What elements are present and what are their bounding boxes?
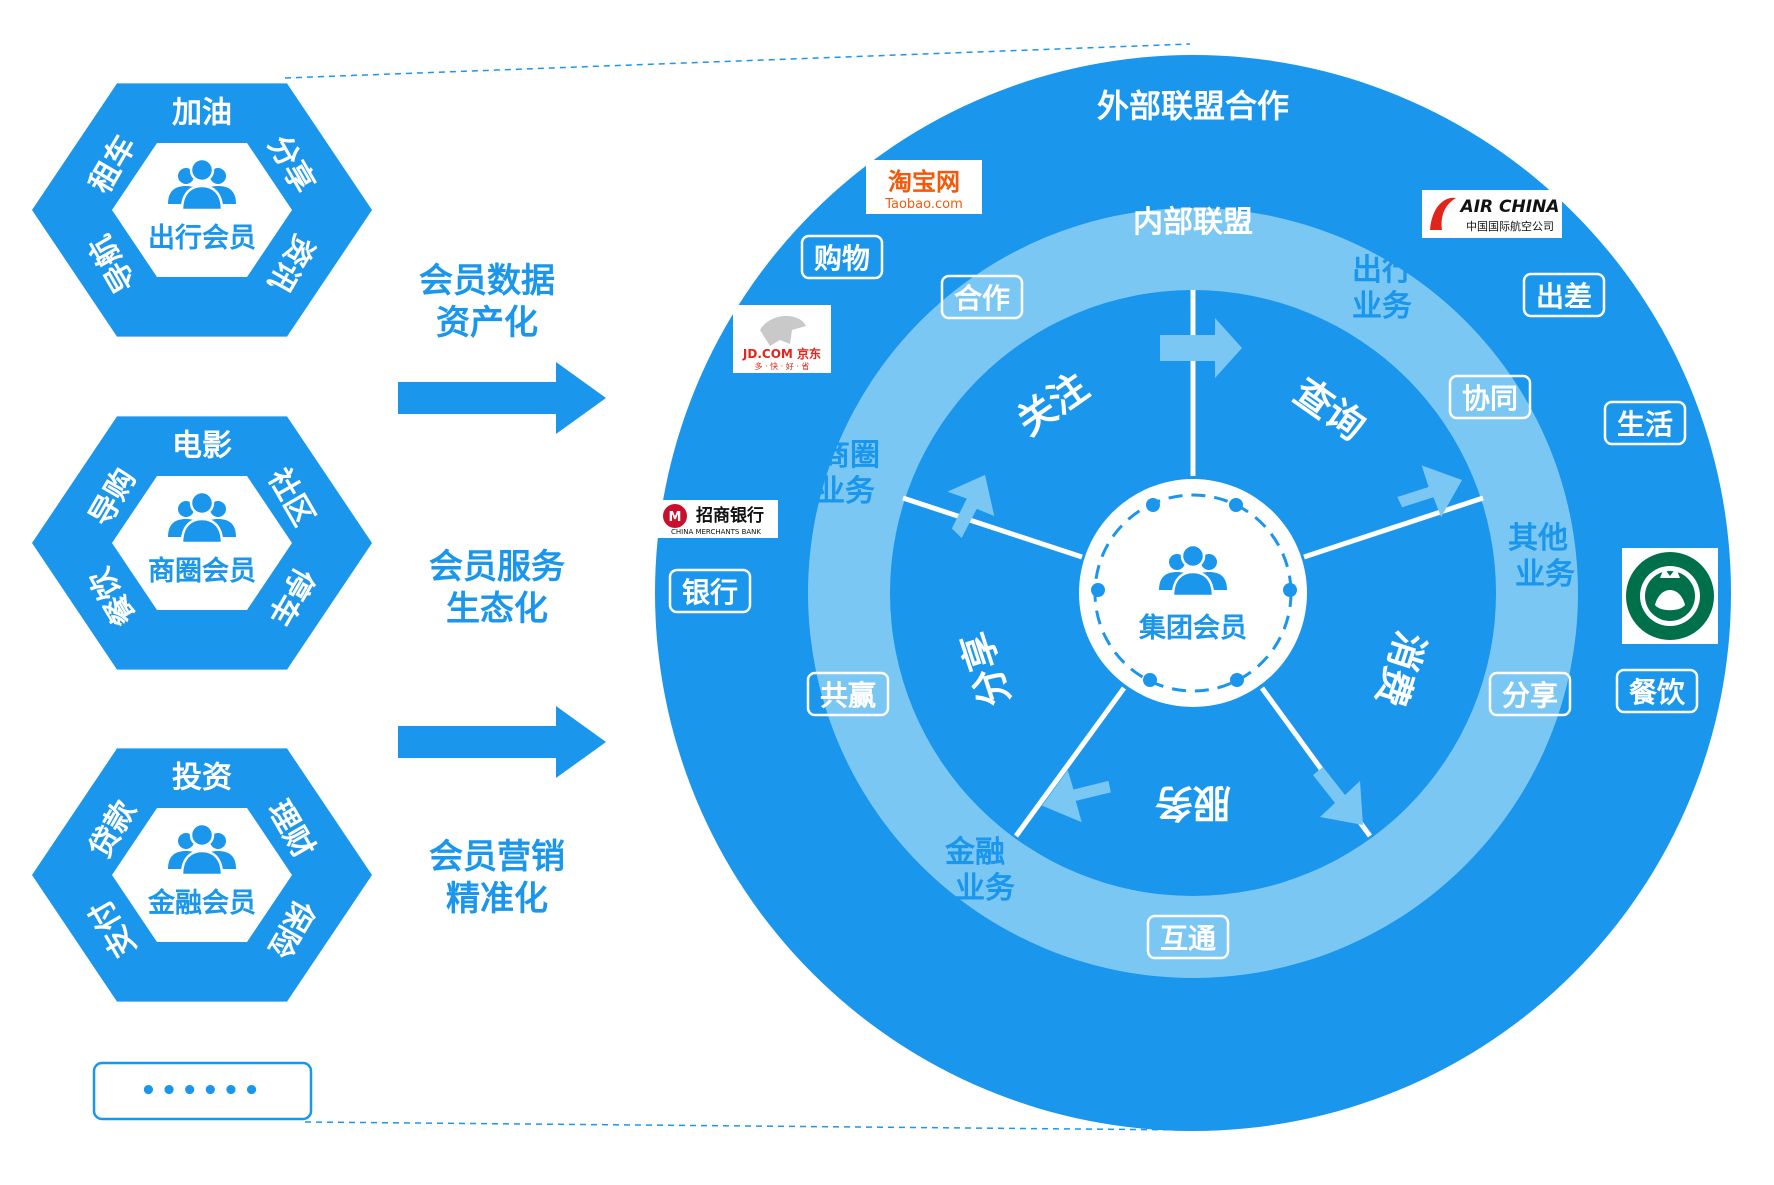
svg-text:JD.COM 京东: JD.COM 京东 <box>742 346 821 361</box>
dashed-connector-bottom <box>304 1121 1191 1131</box>
more-box: •••••• <box>92 1061 313 1121</box>
tag-gongying-text: 共赢 <box>820 679 876 712</box>
tag-chuchai-text: 出差 <box>1536 280 1592 313</box>
inner-title: 内部联盟 <box>1133 205 1253 240</box>
tag-gouwu: 购物 <box>800 234 884 280</box>
caption-2-line1: 会员服务 <box>429 547 565 587</box>
ring-label-shangquan-1: 商圈 <box>820 438 880 473</box>
caption-3-line1: 会员营销 <box>429 837 565 877</box>
tag-shenghuo: 生活 <box>1603 400 1687 446</box>
ring-label-qita-2: 业务 <box>1515 557 1575 592</box>
tag-yinhang-text: 银行 <box>682 576 738 609</box>
arrow-fenxiang-guanzhu <box>947 474 995 538</box>
jd-dog-icon <box>760 315 806 346</box>
caption-2: 会员服务 生态化 <box>429 547 565 629</box>
caption-3-line2: 精准化 <box>446 879 548 919</box>
taobao-en: Taobao.com <box>884 197 963 212</box>
hexagon-label-top: 加油 <box>172 96 232 131</box>
arrow-right-2 <box>398 706 606 778</box>
caption-1-line1: 会员数据 <box>419 261 555 301</box>
taobao-logo: 淘宝网 Taobao.com <box>866 160 982 214</box>
sector-arrows <box>947 318 1463 825</box>
ring-label-qita-1: 其他 <box>1508 521 1568 556</box>
airchina-cn: 中国国际航空公司 <box>1466 219 1554 233</box>
jd-cn: 京东 <box>797 346 821 361</box>
more-box-dots: •••••• <box>140 1076 264 1106</box>
ring-label-chuxing-2: 业务 <box>1352 289 1412 324</box>
taobao-cn: 淘宝网 <box>888 168 960 196</box>
ring-label-chuxing-1: 出行 <box>1352 253 1412 288</box>
cmb-logo: M 招商银行 CHINA MERCHANTS BANK <box>654 500 778 538</box>
arrow-xiaofei-fuwu <box>1313 767 1363 825</box>
hexagon-title: 出行会员 <box>148 222 256 254</box>
hexagon-label-top: 电影 <box>172 429 232 464</box>
tag-gongying: 共赢 <box>806 671 890 717</box>
cmb-cn: 招商银行 <box>696 505 764 526</box>
tag-yinhang: 银行 <box>668 568 752 614</box>
tag-hezuo: 合作 <box>940 274 1024 320</box>
arrow-chaxun-xiaofei <box>1397 465 1463 518</box>
tag-canyin: 餐饮 <box>1615 668 1699 714</box>
tag-fenxiang: 分享 <box>1488 671 1572 717</box>
outer-title: 外部联盟合作 <box>1097 87 1289 125</box>
sector-fuwu: 服务 <box>1155 781 1231 825</box>
caption-2-line2: 生态化 <box>446 589 548 629</box>
tag-hutong-text: 互通 <box>1160 922 1216 955</box>
member-hexagons: 出行会员加油分享资讯导航租车商圈会员电影社区停车餐饮导购金融会员投资理财保险支付… <box>32 83 372 1002</box>
cmb-m-icon <box>663 504 687 528</box>
jd-slogan: 多 · 快 · 好 · 省 <box>755 361 810 371</box>
dashed-connector-top <box>284 43 1191 79</box>
airchina-phoenix-icon <box>1430 197 1456 230</box>
starbucks-logo <box>1622 548 1718 644</box>
tag-xietong: 协同 <box>1448 374 1532 420</box>
arrow-fuwu-fenxiang <box>1042 770 1111 823</box>
arrow-right-1 <box>398 362 606 434</box>
jd-en: JD.COM <box>742 347 793 361</box>
tag-hutong: 互通 <box>1146 914 1230 960</box>
svg-text:M: M <box>669 510 682 525</box>
tag-shenghuo-text: 生活 <box>1617 408 1673 441</box>
arrow-guanzhu-chaxun <box>1160 318 1242 378</box>
tag-canyin-text: 餐饮 <box>1629 676 1686 709</box>
tag-hezuo-text: 合作 <box>954 282 1010 315</box>
hexagon-title: 金融会员 <box>147 887 256 919</box>
center-dots <box>1091 498 1297 687</box>
ring-label-shangquan-2: 业务 <box>815 474 875 509</box>
airchina-en: AIR CHINA <box>1459 197 1560 217</box>
hexagon-title: 商圈会员 <box>148 556 256 587</box>
hexagon-label-top: 投资 <box>172 761 232 796</box>
center-label: 集团会员 <box>1138 612 1247 644</box>
caption-1: 会员数据 资产化 <box>419 261 555 343</box>
jd-logo: JD.COM 京东 多 · 快 · 好 · 省 <box>733 305 831 373</box>
caption-1-line2: 资产化 <box>436 303 538 343</box>
cmb-en: CHINA MERCHANTS BANK <box>671 528 761 536</box>
airchina-logo: AIR CHINA 中国国际航空公司 <box>1422 190 1562 238</box>
tag-xietong-text: 协同 <box>1462 382 1518 415</box>
caption-3: 会员营销 精准化 <box>429 837 565 919</box>
tag-chuchai: 出差 <box>1522 272 1606 318</box>
tag-fenxiang-text: 分享 <box>1502 679 1558 712</box>
tag-gouwu-text: 购物 <box>814 242 870 275</box>
ecosystem-circle: 集团会员 外部联盟合作 内部联盟 关注 查询 消费 服务 分享 出行 业务 其他… <box>654 55 1731 1131</box>
ring-label-jinrong-2: 业务 <box>955 871 1015 906</box>
ring-label-jinrong-1: 金融 <box>944 835 1005 870</box>
